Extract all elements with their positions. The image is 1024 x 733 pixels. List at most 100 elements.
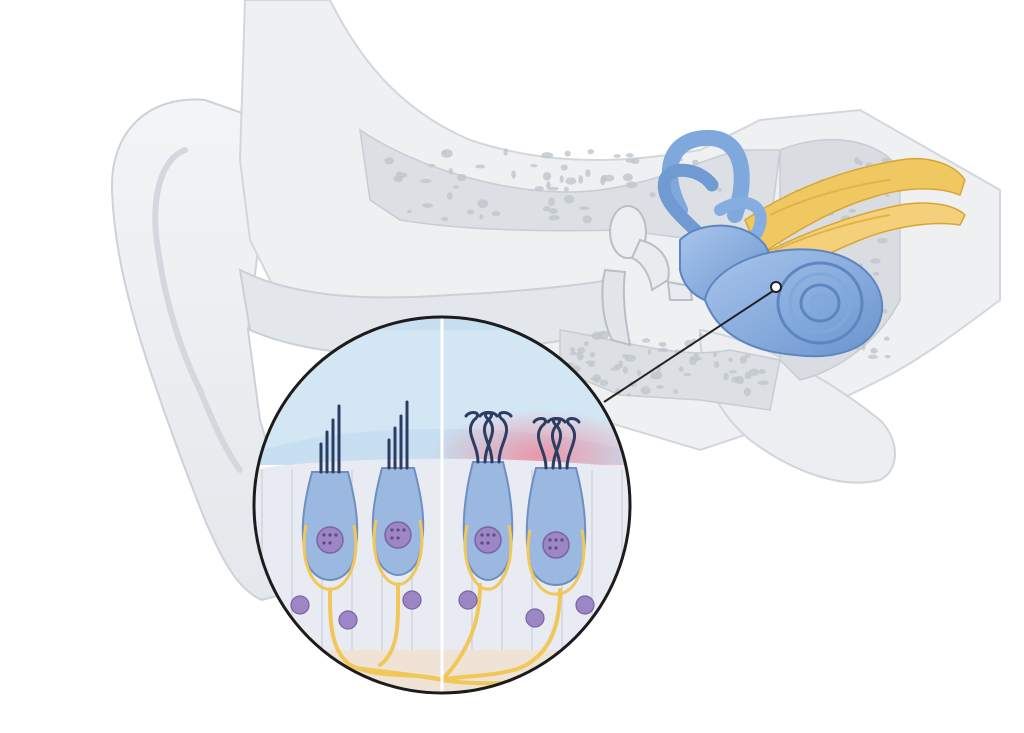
bone-pore [723,372,729,381]
bone-pore [421,203,434,208]
nucleus [316,526,344,554]
bone-pore [457,173,467,182]
bone-pore [600,176,605,186]
bone-pore [582,215,592,224]
bone-pore [712,351,718,358]
damaged-stereocilium [546,417,562,470]
callout-line [603,290,774,403]
support-cell-nucleus [402,590,422,610]
bone-pore [560,164,568,171]
nucleus-dot [328,533,332,537]
bone-pore [610,367,620,371]
nucleus-dot [390,528,394,532]
damaged-stereocilium [565,417,581,470]
bone-pore [640,386,651,395]
nucleus [384,521,412,549]
nerve-fiber [378,583,401,667]
nerve-ending [372,519,424,586]
bone-pore [884,193,890,198]
bone-pore [548,197,555,207]
bone-pore [877,237,888,244]
nucleus-dot [480,541,484,545]
nucleus-dot [396,536,400,540]
bone-pore [647,349,652,355]
bone-pore [641,338,651,343]
bone-pore [565,177,577,185]
nerve-fiber [440,588,562,682]
bone-pore [590,351,595,358]
bone-pore [658,341,667,347]
bone-pore [882,308,888,314]
nucleus-dot [480,533,484,537]
bone-pore [503,148,508,156]
bone-pore [592,374,602,383]
bone-pore [395,171,404,181]
bone-pore [448,167,453,175]
bone-pore [744,371,752,380]
bone-pore [748,368,760,376]
bone-pore [577,347,586,354]
bone-pore [569,351,579,356]
semicircular-canal-posterior [657,163,719,242]
support-cell-nucleus [525,608,545,628]
nucleus [474,526,502,554]
nucleus-dot [322,541,326,545]
callout-origin-marker [770,281,782,293]
bone-pore [622,173,633,182]
bone-pore [728,370,738,374]
hair-cells [290,400,595,630]
bone-pore [618,360,624,367]
bone-pore [758,369,766,375]
inner-ear [657,129,884,358]
bone-pore [384,157,395,165]
hair-cell [371,400,425,586]
bone-pore [854,157,860,164]
bone-pore [420,179,432,184]
support-cell-nucleus [290,595,310,615]
nucleus-dot [486,533,490,537]
bone-pore [587,149,595,155]
bone-pore [585,360,596,364]
bone-pore [728,357,733,362]
bone-pore [657,347,669,353]
bone-pore [564,150,571,157]
bone-pore [548,214,560,221]
bone-pore [744,353,751,358]
bone-pore [848,208,857,213]
bone-pore [698,333,703,338]
support-cell-nucleus [458,590,478,610]
bone-pore [713,361,720,368]
nucleus-dot [554,546,558,550]
bone-pore [625,153,634,158]
bone-pore [873,271,880,276]
bone-pore [625,181,638,189]
hair-cell [301,404,359,591]
bone-pore [604,174,615,182]
bone-pore [578,206,590,211]
bone-pore [479,214,484,220]
bone-pore [578,175,584,184]
hair-cell [525,417,587,596]
bone-pore [678,366,684,372]
damaged-stereocilium [497,411,513,464]
bone-pore [441,151,447,155]
cochlea-body [703,248,884,358]
bone-pore [626,393,631,397]
bone-pore [884,355,891,359]
inset-border [252,315,632,695]
support-cell-nucleus [575,595,595,615]
nucleus-dot [390,536,394,540]
bone-pore [559,175,564,183]
bone-pore [547,186,559,191]
nucleus-dot [402,528,406,532]
nucleus-dot [322,533,326,537]
bone-pore [466,209,475,215]
bone-pore [427,163,436,168]
nerve-ending [302,524,358,591]
bone-pore [534,186,544,191]
hair-cell-body [525,467,587,586]
bone-pore [739,355,748,364]
damaged-stereocilium [464,411,480,464]
